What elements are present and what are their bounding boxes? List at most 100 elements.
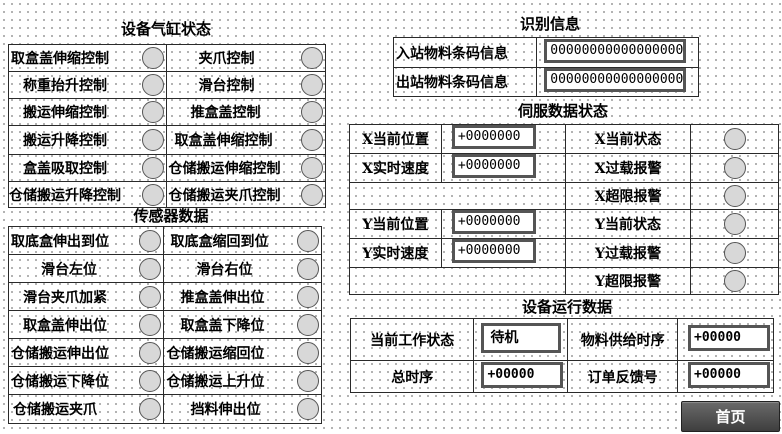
status-lamp [141, 74, 164, 96]
status-lamp [297, 257, 319, 280]
sensor-item: 仓储搬运上升位 [164, 369, 321, 392]
cylinder-item-label: 仓储搬运伸缩控制 [168, 161, 281, 177]
status-lamp [297, 398, 319, 420]
sensor-item: 滑台夹爪加紧 [9, 285, 163, 308]
sensor-item-label: 仓储搬运夹爪 [13, 402, 97, 418]
cylinder-item: 取盒盖伸缩控制 [9, 47, 166, 69]
cylinder-item-label: 取盒盖伸缩控制 [174, 133, 273, 149]
y-speed-label: Y实时速度 [362, 246, 429, 262]
status-lamp [141, 157, 164, 179]
sensor-item-label: 仓储搬运下降位 [11, 373, 109, 390]
cylinder-item: 搬运升降控制 [9, 129, 166, 151]
cylinder-item-label: 夹爪控制 [198, 51, 255, 67]
cylinder-section-title: 设备气缸状态 [120, 20, 211, 38]
sensor-data-table: 取底盒伸出到位 取底盒缩回到位 滑台左位 滑台右位 滑台夹爪加紧 推盒盖伸出位 … [7, 226, 322, 424]
cylinder-item: 盒盖吸取控制 [9, 157, 166, 179]
sensor-item-label: 仓储搬运缩回位 [166, 345, 265, 362]
status-lamp [139, 229, 162, 252]
y-speed-field[interactable]: +0000000 [451, 239, 536, 263]
cylinder-item: 仓储搬运夹爪控制 [167, 183, 326, 206]
status-lamp [301, 157, 323, 179]
inbound-barcode-field[interactable]: 000000000000000000 [544, 38, 687, 63]
home-button[interactable]: 首页 [681, 401, 780, 432]
cylinder-item: 称重抬升控制 [9, 74, 166, 96]
sensor-item: 仓储搬运下降位 [9, 369, 163, 392]
sensor-item-label: 取底盒缩回到位 [170, 233, 269, 250]
y-overload-lamp [723, 242, 746, 264]
sensor-item-label: 推盒盖伸出位 [180, 289, 265, 306]
sensor-item: 挡料伸出位 [164, 398, 321, 420]
run-section-title: 设备运行数据 [521, 298, 612, 316]
work-state-field[interactable]: 待机 [481, 322, 562, 353]
y-overlimit-label: Y超限报警 [595, 274, 662, 290]
status-lamp [139, 398, 162, 420]
sensor-item-label: 仓储搬运上升位 [166, 373, 265, 390]
sensor-item: 仓储搬运夹爪 [9, 398, 163, 420]
total-sequence-label: 总时序 [391, 369, 434, 386]
cylinder-item-label: 滑台控制 [198, 78, 255, 94]
x-position-field[interactable]: +0000000 [451, 125, 536, 149]
sensor-item: 取盒盖下降位 [164, 313, 321, 336]
sensor-item: 仓储搬运伸出位 [9, 341, 163, 364]
sensor-item: 取底盒缩回到位 [164, 229, 321, 252]
status-lamp [297, 285, 319, 308]
order-feedback-label: 订单反馈号 [587, 369, 658, 386]
cylinder-item-label: 搬运升降控制 [23, 133, 107, 149]
x-speed-label: X实时速度 [361, 161, 429, 177]
sensor-item: 滑台左位 [9, 257, 163, 280]
x-overlimit-lamp [723, 185, 746, 207]
inbound-barcode-label: 入站物料条码信息 [396, 45, 508, 62]
servo-status-table: X当前位置 +0000000 X当前状态 X实时速度 +0000000 X过载报… [349, 124, 779, 295]
x-overload-lamp [723, 157, 746, 179]
total-sequence-field[interactable]: +00000 [481, 361, 564, 388]
outbound-barcode-field[interactable]: 000000000000000000 [544, 68, 687, 92]
status-lamp [301, 183, 323, 206]
cylinder-item-label: 仓储搬运夹爪控制 [168, 187, 281, 204]
sensor-item-label: 滑台左位 [41, 261, 97, 278]
supply-sequence-label: 物料供给时序 [580, 332, 665, 349]
y-overload-label: Y过载报警 [595, 246, 662, 262]
sensor-item-label: 滑台右位 [196, 261, 253, 278]
status-lamp [141, 129, 164, 151]
status-lamp [139, 369, 162, 392]
sensor-item-label: 滑台夹爪加紧 [23, 289, 107, 306]
order-feedback-field[interactable]: +00000 [688, 361, 771, 388]
sensor-item-label: 挡料伸出位 [190, 402, 261, 418]
x-speed-field[interactable]: +0000000 [451, 154, 536, 178]
x-position-label: X当前位置 [361, 132, 429, 148]
work-state-label: 当前工作状态 [370, 332, 455, 349]
status-lamp [141, 183, 164, 206]
identify-table: 入站物料条码信息 000000000000000000 出站物料条码信息 000… [392, 37, 699, 97]
y-state-label: Y当前状态 [595, 217, 662, 233]
status-lamp [297, 341, 319, 364]
status-lamp [297, 229, 319, 252]
x-state-lamp [723, 128, 746, 150]
cylinder-item-label: 取盒盖伸缩控制 [11, 51, 109, 67]
identify-section-title: 识别信息 [519, 15, 580, 33]
cylinder-item-label: 搬运伸缩控制 [23, 105, 107, 121]
status-lamp [139, 313, 162, 336]
status-lamp [301, 129, 323, 151]
cylinder-item: 仓储搬运升降控制 [9, 183, 166, 206]
cylinder-item: 仓储搬运伸缩控制 [167, 157, 326, 179]
x-overload-label: X过载报警 [594, 161, 662, 177]
status-lamp [297, 369, 319, 392]
sensor-item: 取盒盖伸出位 [9, 313, 163, 336]
cylinder-status-table: 取盒盖伸缩控制 夹爪控制 称重抬升控制 滑台控制 搬运伸缩控制 推盒盖控制 搬运… [8, 44, 326, 208]
supply-sequence-field[interactable]: +00000 [688, 324, 771, 351]
status-lamp [301, 101, 323, 123]
cylinder-item-label: 盒盖吸取控制 [23, 161, 107, 177]
y-position-label: Y当前位置 [362, 217, 429, 233]
sensor-section-title: 传感器数据 [133, 207, 209, 225]
cylinder-item: 滑台控制 [167, 74, 326, 96]
y-position-field[interactable]: +0000000 [451, 210, 536, 234]
sensor-item: 取底盒伸出到位 [9, 229, 163, 252]
status-lamp [301, 74, 323, 96]
cylinder-item: 取盒盖伸缩控制 [167, 129, 326, 151]
cylinder-item: 搬运伸缩控制 [9, 101, 166, 123]
cylinder-item-label: 推盒盖控制 [190, 105, 261, 121]
x-overlimit-label: X超限报警 [594, 189, 662, 205]
sensor-item-label: 取底盒伸出到位 [11, 233, 109, 250]
outbound-barcode-label: 出站物料条码信息 [396, 75, 508, 91]
cylinder-item: 夹爪控制 [167, 47, 326, 69]
